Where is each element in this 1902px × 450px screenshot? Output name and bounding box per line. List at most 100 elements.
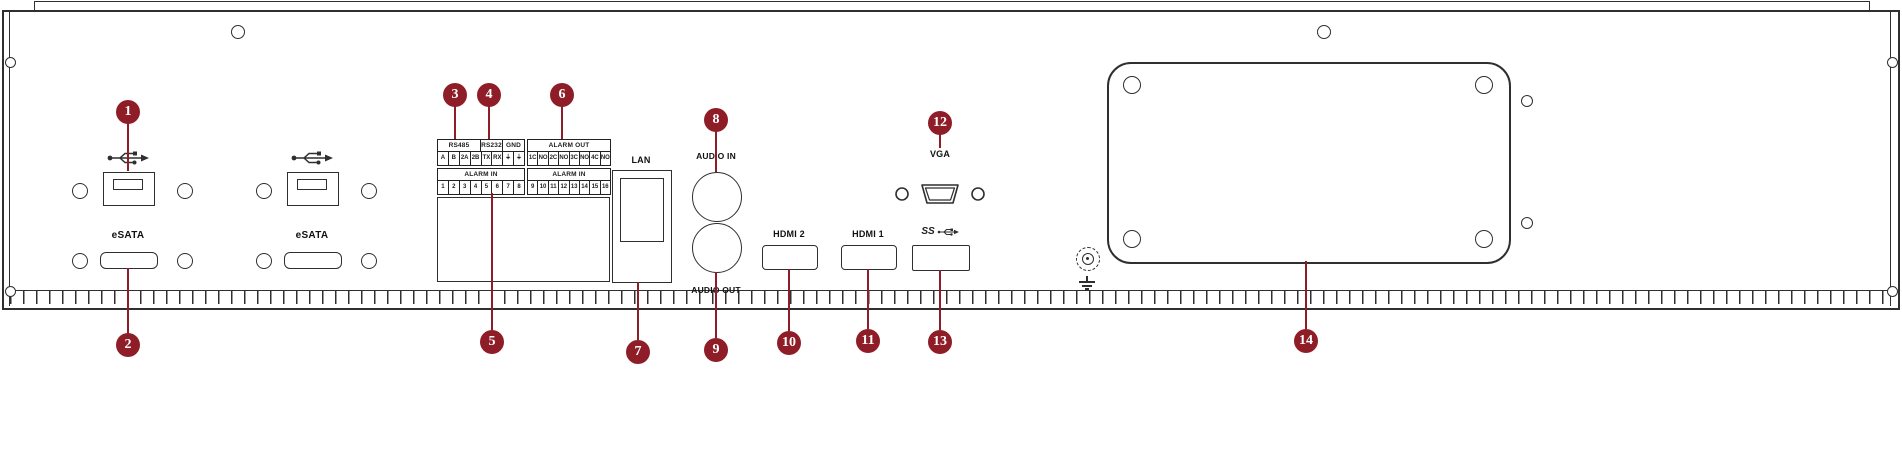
pin-cell: 3 (458, 181, 470, 194)
port-screw (361, 253, 377, 269)
port-screw (177, 253, 193, 269)
chassis-screw (231, 25, 245, 39)
pin-cell: 1C (528, 155, 537, 161)
hdmi2-port (762, 245, 818, 270)
lan-label: LAN (631, 155, 651, 165)
terminal-block-alarm-in-1-8: ALARM IN 1 2 3 4 5 6 7 8 (437, 168, 525, 195)
pin-cell: 11 (547, 181, 558, 194)
pin-cell: NO (599, 152, 610, 165)
callout-11: 11 (856, 329, 880, 353)
pin-cell: 2B (469, 152, 481, 165)
callout-5: 5 (480, 330, 504, 354)
callout-3-line (454, 106, 456, 139)
pin-cell: A (440, 155, 446, 161)
pin-cell: 2C (547, 152, 558, 165)
callout-12-line (939, 134, 941, 148)
callout-14-line (1305, 261, 1307, 329)
lan-port-inner (620, 178, 664, 242)
cutout-screw (1475, 230, 1493, 248)
callout-number: 1 (124, 104, 132, 119)
esata-label: eSATA (111, 230, 145, 241)
pin-cell: NO (578, 152, 589, 165)
panel-outline (2, 10, 1900, 310)
cutout-screw (1475, 76, 1493, 94)
callout-number: 9 (712, 342, 720, 357)
pin-cell: 1 (441, 184, 445, 190)
usb3-trident-icon (937, 228, 959, 236)
gnd-header: GND (502, 140, 524, 151)
callout-2: 2 (116, 333, 140, 357)
panel-top-flange (34, 1, 1870, 11)
pin-cell: 14 (578, 181, 589, 194)
callout-2-line (127, 268, 129, 334)
usb3-logo: SS (912, 226, 968, 237)
ground-terminal-center (1082, 253, 1094, 265)
callout-10: 10 (777, 331, 801, 355)
pin-cell: 13 (568, 181, 579, 194)
pin-cell: 2A (458, 152, 470, 165)
pin-cell: NO (537, 152, 548, 165)
pin-cell: 2 (447, 181, 459, 194)
port-screw (177, 183, 193, 199)
ground-terminal (1076, 247, 1100, 271)
port-screw (72, 183, 88, 199)
port-screw (256, 253, 272, 269)
callout-1: 1 (116, 100, 140, 124)
pin-cell: 16 (599, 181, 610, 194)
pin-cell: RX (491, 152, 502, 165)
terminal-block-alarm-out: ALARM OUT 1C NO 2C NO 3C NO 4C NO (527, 139, 611, 166)
callout-number: 14 (1299, 333, 1313, 348)
hdmi1-port (841, 245, 897, 270)
callout-10-line (788, 269, 790, 331)
chassis-screw (1887, 57, 1898, 68)
callout-number: 7 (634, 344, 642, 359)
callout-number: 13 (933, 334, 947, 349)
pin-cell: 4 (469, 181, 481, 194)
terminal-connector-body (437, 197, 610, 282)
callout-3: 3 (443, 83, 467, 107)
esata-port (284, 252, 342, 269)
ground-pin-cell: ⏚ (502, 152, 513, 165)
ground-pin-cell: ⏚ (513, 152, 524, 165)
chassis-screw (1521, 95, 1533, 107)
chassis-screw (5, 57, 16, 68)
pin-cell: NO (558, 152, 568, 165)
usb-port (103, 172, 155, 206)
panel-inner-edge-left (9, 10, 10, 306)
callout-number: 3 (451, 87, 459, 102)
terminal-block-rs485-rs232: RS485 RS232 GND A B 2A 2B TX RX ⏚ ⏚ (437, 139, 525, 166)
chassis-screw (5, 286, 16, 297)
esata-port (100, 252, 158, 269)
callout-12: 12 (928, 111, 952, 135)
pin-cell: 3C (568, 152, 579, 165)
pin-cell: 10 (537, 181, 547, 194)
panel-bottom-seam (10, 290, 1890, 304)
port-screw (72, 253, 88, 269)
usb-port-tongue (113, 179, 143, 190)
callout-4: 4 (477, 83, 501, 107)
pin-cell: 9 (531, 184, 535, 190)
callout-6-line (561, 106, 563, 139)
callout-4-line (488, 106, 490, 139)
callout-5-line (491, 193, 493, 330)
alarm-in-header: ALARM IN (464, 171, 498, 178)
panel-inner-edge-right (1890, 10, 1891, 306)
callout-1-line (127, 123, 129, 171)
terminal-block-alarm-in-9-16: ALARM IN 9 10 11 12 13 14 15 16 (527, 168, 611, 195)
callout-number: 12 (933, 115, 947, 130)
earth-ground-icon (1079, 276, 1095, 290)
lan-port (612, 170, 672, 283)
callout-7: 7 (626, 340, 650, 364)
callout-9: 9 (704, 338, 728, 362)
pin-cell: 15 (589, 181, 599, 194)
pin-cell: 12 (558, 181, 568, 194)
callout-11-line (867, 269, 869, 329)
port-screw (361, 183, 377, 199)
hdmi2-label: HDMI 2 (773, 229, 805, 239)
callout-number: 4 (485, 87, 493, 102)
callout-7-line (637, 282, 639, 340)
callout-13: 13 (928, 330, 952, 354)
callout-number: 5 (488, 334, 496, 349)
power-supply-cutout (1107, 62, 1511, 264)
pin-cell: 6 (491, 181, 502, 194)
